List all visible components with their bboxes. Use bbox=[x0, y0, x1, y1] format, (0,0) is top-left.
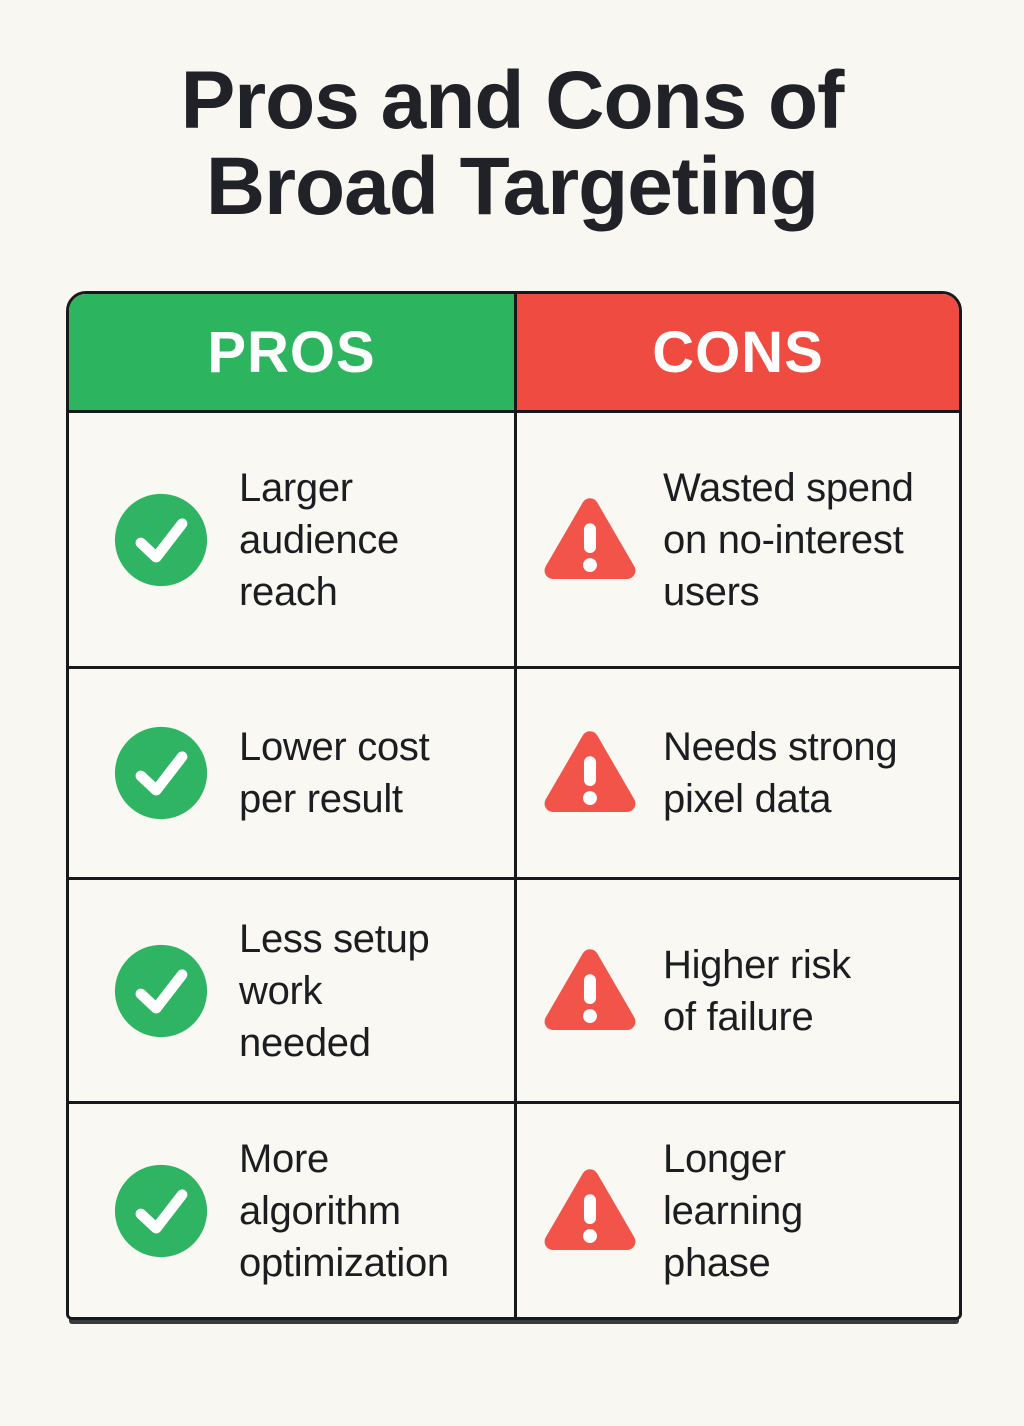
warning-triangle-icon bbox=[544, 948, 636, 1030]
warning-triangle-icon bbox=[544, 497, 636, 579]
con-item-text: Longer learning phase bbox=[663, 1136, 803, 1285]
pros-header: PROS bbox=[69, 294, 514, 410]
warning-triangle-icon bbox=[544, 1168, 636, 1250]
table-row-4-pro-cell: More algorithm optimization bbox=[69, 1101, 514, 1317]
check-circle-icon bbox=[114, 726, 208, 820]
check-circle-icon bbox=[114, 493, 208, 586]
page-title-line1: Pros and Cons of bbox=[180, 55, 845, 146]
check-circle-icon bbox=[114, 944, 208, 1037]
table-row-4-con-cell: Longer learning phase bbox=[514, 1101, 959, 1317]
table-row-3-con-cell: Higher risk of failure bbox=[514, 877, 959, 1101]
table-row-3-pro-cell: Less setup work needed bbox=[69, 877, 514, 1101]
table-row-1-pro-cell: Larger audience reach bbox=[69, 410, 514, 666]
table-row-2-pro-cell: Lower cost per result bbox=[69, 666, 514, 877]
pro-item-text: Larger audience reach bbox=[239, 465, 399, 614]
table-row-1-con-cell: Wasted spend on no-interest users bbox=[514, 410, 959, 666]
pro-item-text: More algorithm optimization bbox=[239, 1136, 449, 1285]
con-item-text: Needs strong pixel data bbox=[663, 725, 898, 821]
con-item-text: Higher risk of failure bbox=[663, 942, 851, 1039]
pros-header-label: PROS bbox=[207, 319, 376, 385]
pro-item-text: Less setup work needed bbox=[239, 916, 430, 1065]
cons-header-label: CONS bbox=[652, 319, 824, 385]
cons-header: CONS bbox=[514, 294, 959, 410]
warning-triangle-icon bbox=[544, 731, 636, 812]
check-circle-icon bbox=[114, 1164, 208, 1257]
pros-cons-table: PROS CONS Larger audience reach Wasted s… bbox=[66, 291, 962, 1320]
con-item-text: Wasted spend on no-interest users bbox=[663, 465, 914, 614]
page-title-line2: Broad Targeting bbox=[205, 141, 819, 232]
page-title: Pros and Cons of Broad Targeting bbox=[0, 58, 1024, 230]
pro-item-text: Lower cost per result bbox=[239, 725, 430, 821]
table-row-2-con-cell: Needs strong pixel data bbox=[514, 666, 959, 877]
